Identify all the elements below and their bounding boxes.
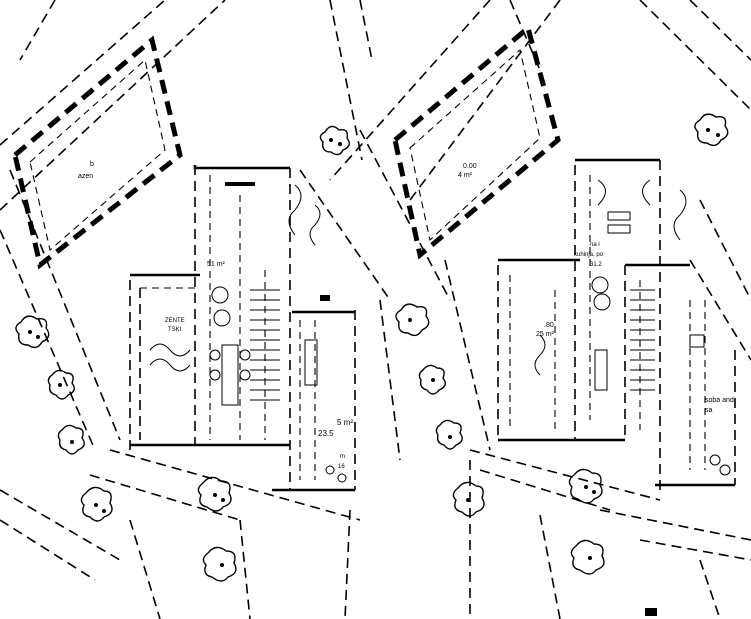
tree-icon [568,468,603,504]
tree-icon [452,481,485,517]
room-left-sublabel: TSKI [168,327,182,333]
marker-block [320,295,330,301]
pool-left-label-b: azen [78,173,93,180]
pool-left: b azen [12,35,183,270]
stairs-left [250,289,280,401]
stairs-right [630,289,655,391]
right-kitchen-c: 31.2 [590,262,602,268]
tree-icon [202,546,237,582]
tree-icon [15,315,50,349]
pool-right-value: 0.00 [463,163,477,170]
right-kitchen-a: na i [590,242,600,248]
house-left: ZENTE TSKI 51 m² 5 m² 23.5 m 16 [129,165,356,492]
pool-left-label-a: b [90,161,94,168]
house-right: na i kuhinja, po 31.2 .80 25 m² soba and… [497,158,736,490]
terrace-left-area: 51 m² [207,261,226,268]
furniture-left [149,184,347,483]
tree-icon [418,364,446,395]
left-small-b: 16 [338,464,345,470]
pool-right-area: 4 m² [458,172,473,179]
tree-icon [319,125,350,156]
tree-icon [694,113,729,147]
right-dining-a: .80 [544,322,554,329]
right-bedroom-a: soba and [705,397,734,404]
tree-icon [80,486,113,522]
left-small-a: m [340,454,345,460]
tree-icon [570,539,605,575]
tree-icon [57,424,85,455]
furniture-right [534,179,731,476]
room-left-label: ZENTE [165,318,185,324]
right-bedroom-b: sa [705,407,713,414]
tree-icon [395,303,430,337]
marker-block [645,608,657,616]
tree-icon [47,369,75,400]
pool-right: 0.00 4 m² [392,23,561,260]
right-kitchen-b: kuhinja, po [574,252,604,258]
tree-icon [197,476,232,512]
right-dining-b: 25 m² [536,331,555,338]
tree-icon [435,419,463,450]
area-left-value: 23.5 [318,429,334,438]
trees [15,113,729,582]
area-left-main: 5 m² [337,418,353,427]
